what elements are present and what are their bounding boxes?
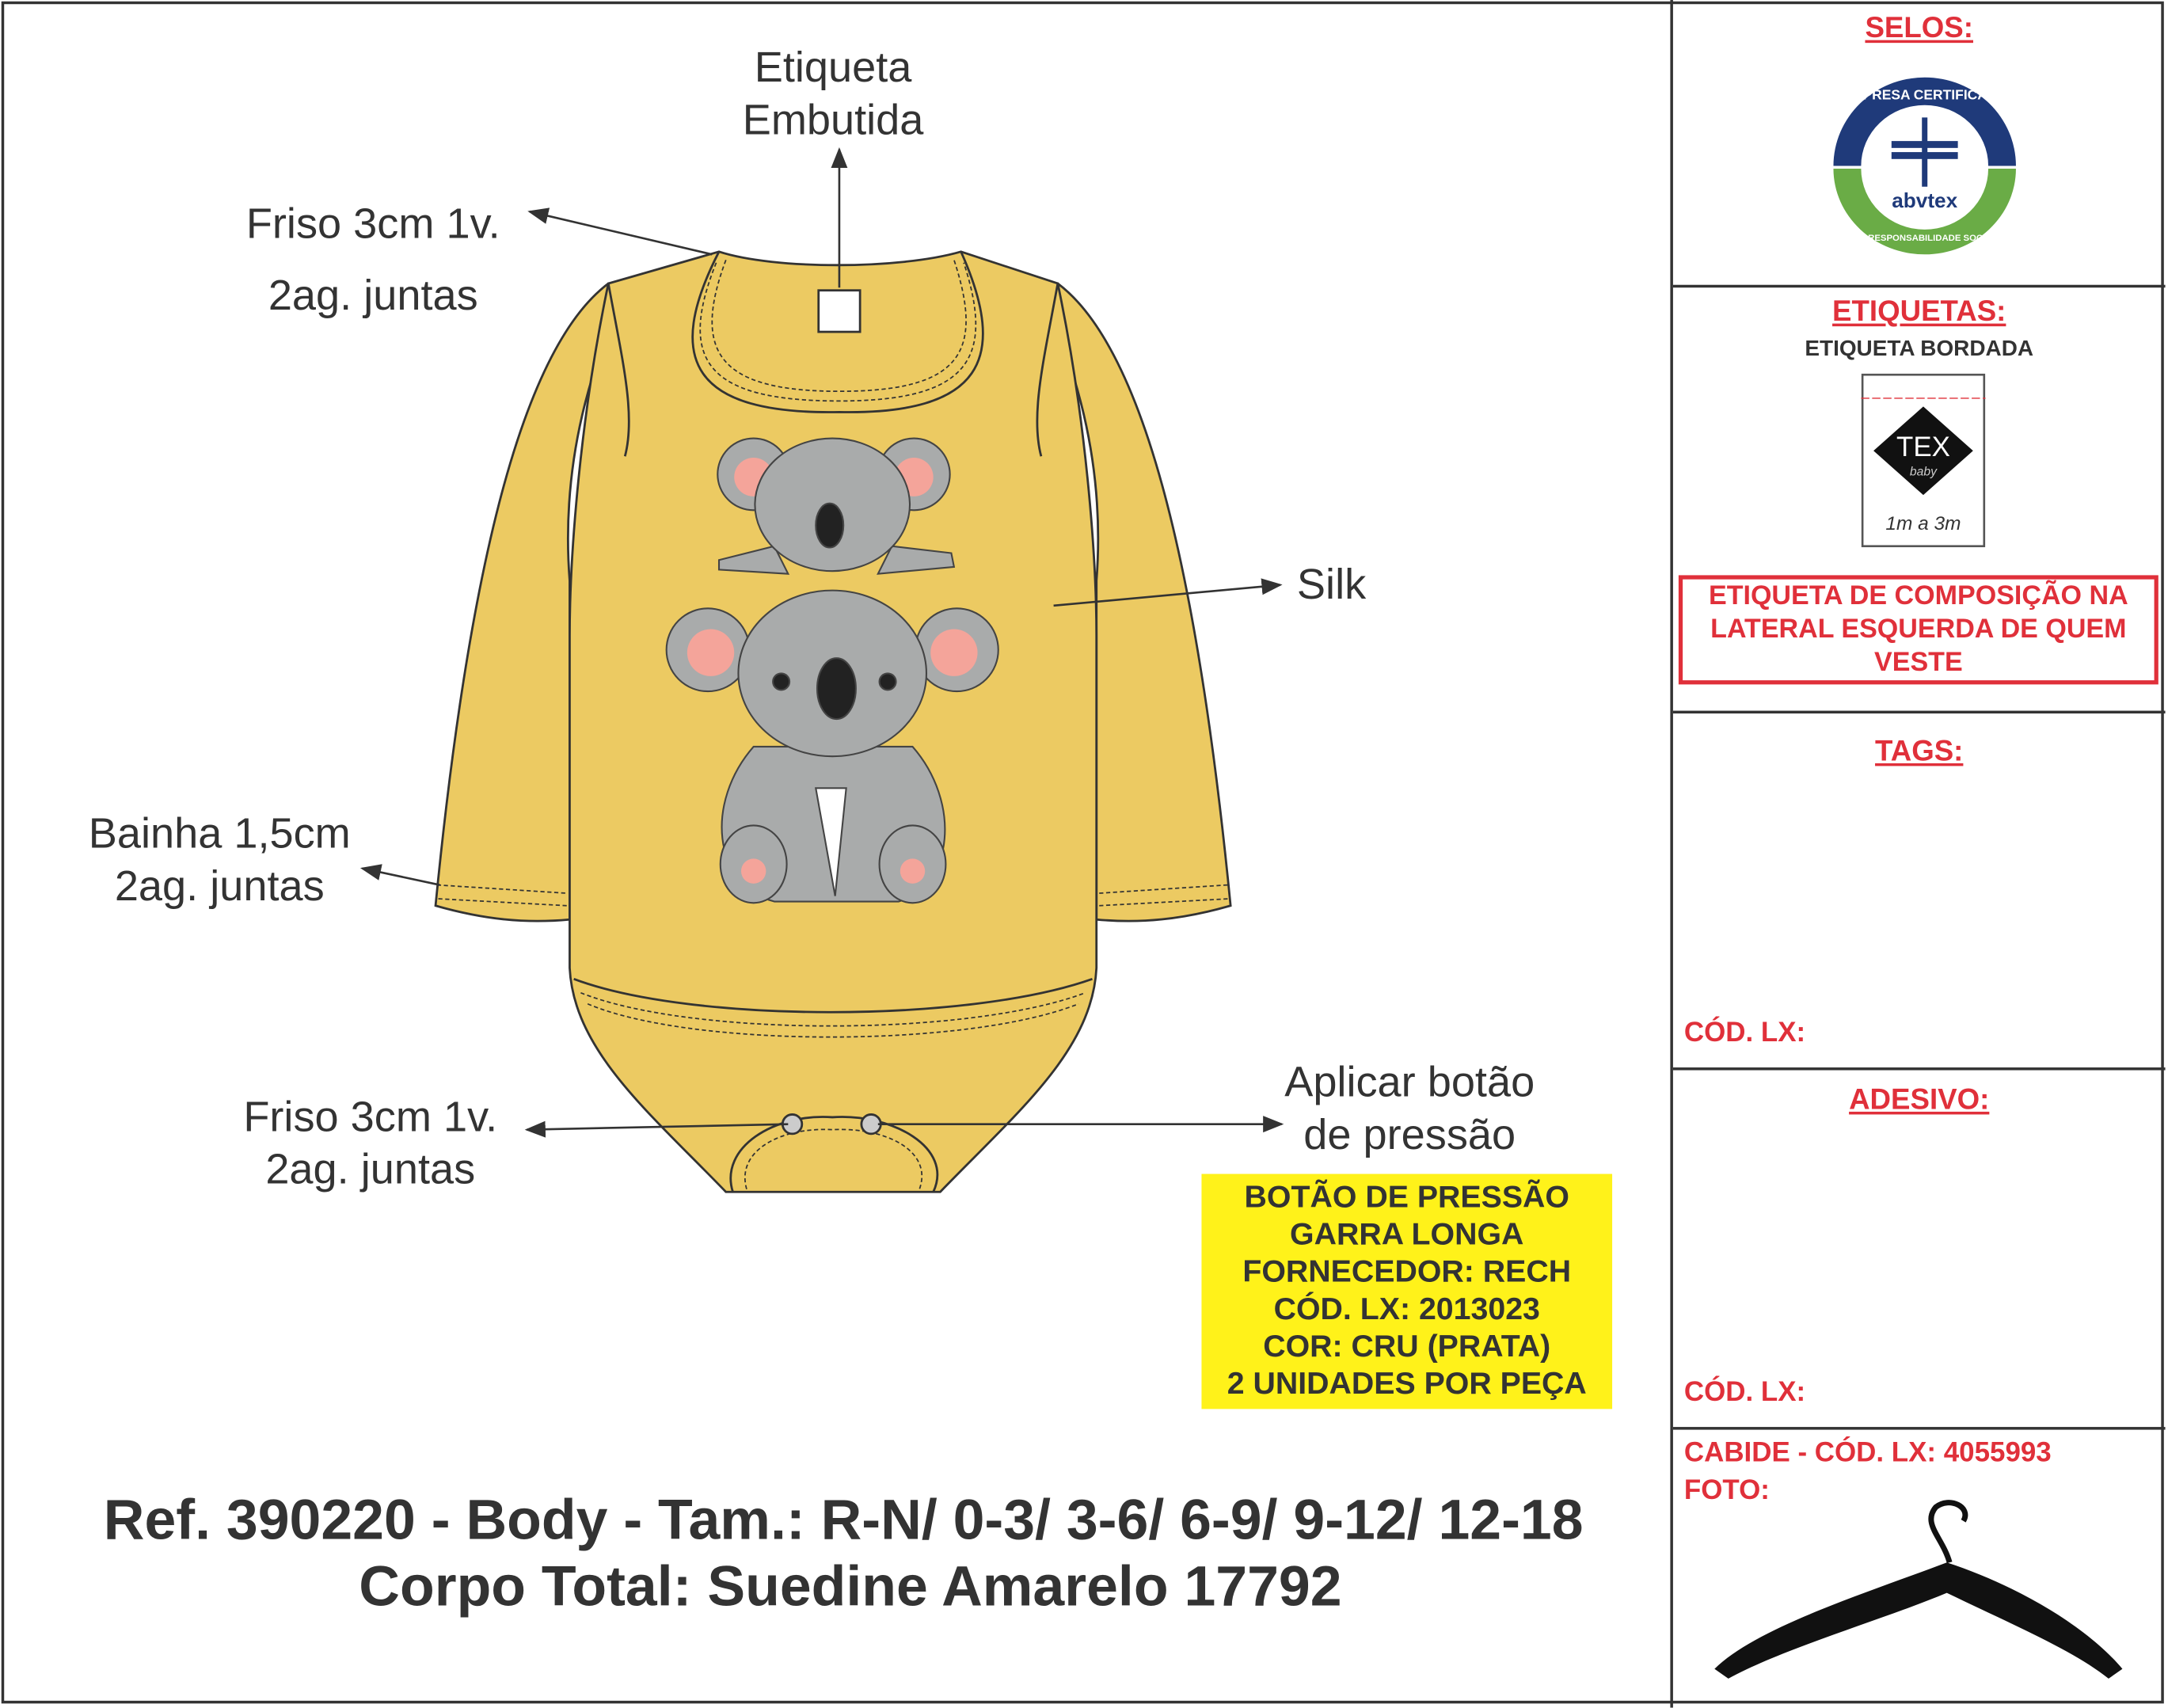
section-adesivo: ADESIVO: CÓD. LX: — [1672, 1071, 2166, 1430]
etiquetas-subtitle: ETIQUETA BORDADA — [1805, 337, 2034, 361]
snap-spec-box: BOTÃO DE PRESSÃO GARRA LONGA FORNECEDOR:… — [1201, 1174, 1613, 1409]
svg-text:EMPRESA CERTIFICADA: EMPRESA CERTIFICADA — [1842, 87, 2007, 103]
annotation-line: Friso 3cm 1v. — [243, 1092, 498, 1141]
section-cabide: CABIDE - CÓD. LX: 4055993 FOTO: — [1673, 1430, 2166, 1708]
spec-line: CÓD. LX: 2013023 — [1273, 1291, 1540, 1326]
spec-line: BOTÃO DE PRESSÃO — [1244, 1179, 1569, 1215]
left-sleeve — [434, 282, 627, 922]
right-sleeve — [1040, 282, 1232, 922]
tex-baby-label-icon: TEX baby 1m a 3m — [1861, 373, 1986, 548]
annotation-line: 2ag. juntas — [114, 861, 325, 910]
snap-button — [860, 1113, 882, 1135]
adesivo-header: ADESIVO: — [1849, 1084, 1990, 1116]
koala-print — [665, 437, 999, 904]
panel-divider — [1670, 0, 1673, 1708]
abvtex-seal-icon: EMPRESA CERTIFICADA abvtex EM RESPONSABI… — [1833, 77, 2016, 255]
annotation-line: de pressão — [1303, 1110, 1516, 1159]
composition-label-note: ETIQUETA DE COMPOSIÇÃO NA LATERAL ESQUER… — [1678, 575, 2158, 685]
annotation-line: 2ag. juntas — [265, 1144, 476, 1193]
product-fabric: Corpo Total: Suedine Amarelo 17792 — [359, 1554, 1342, 1619]
label-size-text: 1m a 3m — [1885, 513, 1961, 534]
embedded-label — [817, 289, 861, 333]
adesivo-code: CÓD. LX: — [1683, 1377, 1806, 1408]
spec-line: COR: CRU (PRATA) — [1263, 1329, 1551, 1364]
spec-line: GARRA LONGA — [1290, 1216, 1524, 1252]
annotation-line: Embutida — [742, 95, 924, 144]
annotation-embedded-label: Etiqueta Embutida — [743, 41, 924, 146]
composition-note-text: ETIQUETA DE COMPOSIÇÃO NA LATERAL ESQUER… — [1708, 580, 2128, 678]
label-brand-text: TEX — [1896, 432, 1950, 462]
etiquetas-header: ETIQUETAS: — [1832, 295, 2006, 328]
annotation-snap: Aplicar botão de pressão — [1284, 1056, 1535, 1162]
cabide-code: CABIDE - CÓD. LX: 4055993 — [1683, 1438, 2052, 1469]
product-title: Ref. 390220 - Body - Tam.: R-N/ 0-3/ 3-6… — [103, 1487, 1584, 1552]
annotation-line: Friso 3cm 1v. — [245, 199, 500, 248]
annotation-line: Etiqueta — [754, 43, 912, 92]
garment-drawing — [359, 146, 1284, 1193]
selos-header: SELOS: — [1865, 12, 1973, 44]
annotation-arrows — [359, 146, 1284, 1138]
hanger-icon — [1714, 1500, 2123, 1679]
spec-line: 2 UNIDADES POR PEÇA — [1227, 1366, 1587, 1401]
tags-code: CÓD. LX: — [1683, 1018, 1806, 1048]
section-etiquetas: ETIQUETAS: ETIQUETA BORDADA TEX baby 1m … — [1672, 287, 2166, 714]
svg-text:EM RESPONSABILIDADE SOCIAL: EM RESPONSABILIDADE SOCIAL — [1852, 234, 1997, 243]
annotation-line: Aplicar botão — [1284, 1057, 1535, 1106]
cabide-photo-label: FOTO: — [1683, 1475, 1770, 1506]
section-selos: SELOS: EMPRESA CERTIFICADA abvtex EM RES… — [1672, 0, 2166, 288]
annotation-line: 2ag. juntas — [268, 271, 478, 320]
label-sub-text: baby — [1910, 466, 1938, 479]
svg-text:abvtex: abvtex — [1892, 188, 1957, 212]
annotation-crotch-binding: Friso 3cm 1v. 2ag. juntas — [243, 1091, 497, 1196]
annotation-hem: Bainha 1,5cm 2ag. juntas — [89, 808, 351, 913]
spec-line: FORNECEDOR: RECH — [1242, 1253, 1572, 1289]
annotation-silk: Silk — [1296, 560, 1367, 609]
tags-header: TAGS: — [1875, 735, 1964, 768]
annotation-neck-binding: Friso 3cm 1v. 2ag. juntas — [246, 188, 500, 332]
section-tags: TAGS: CÓD. LX: — [1672, 713, 2166, 1071]
annotation-line: Bainha 1,5cm — [88, 808, 351, 858]
